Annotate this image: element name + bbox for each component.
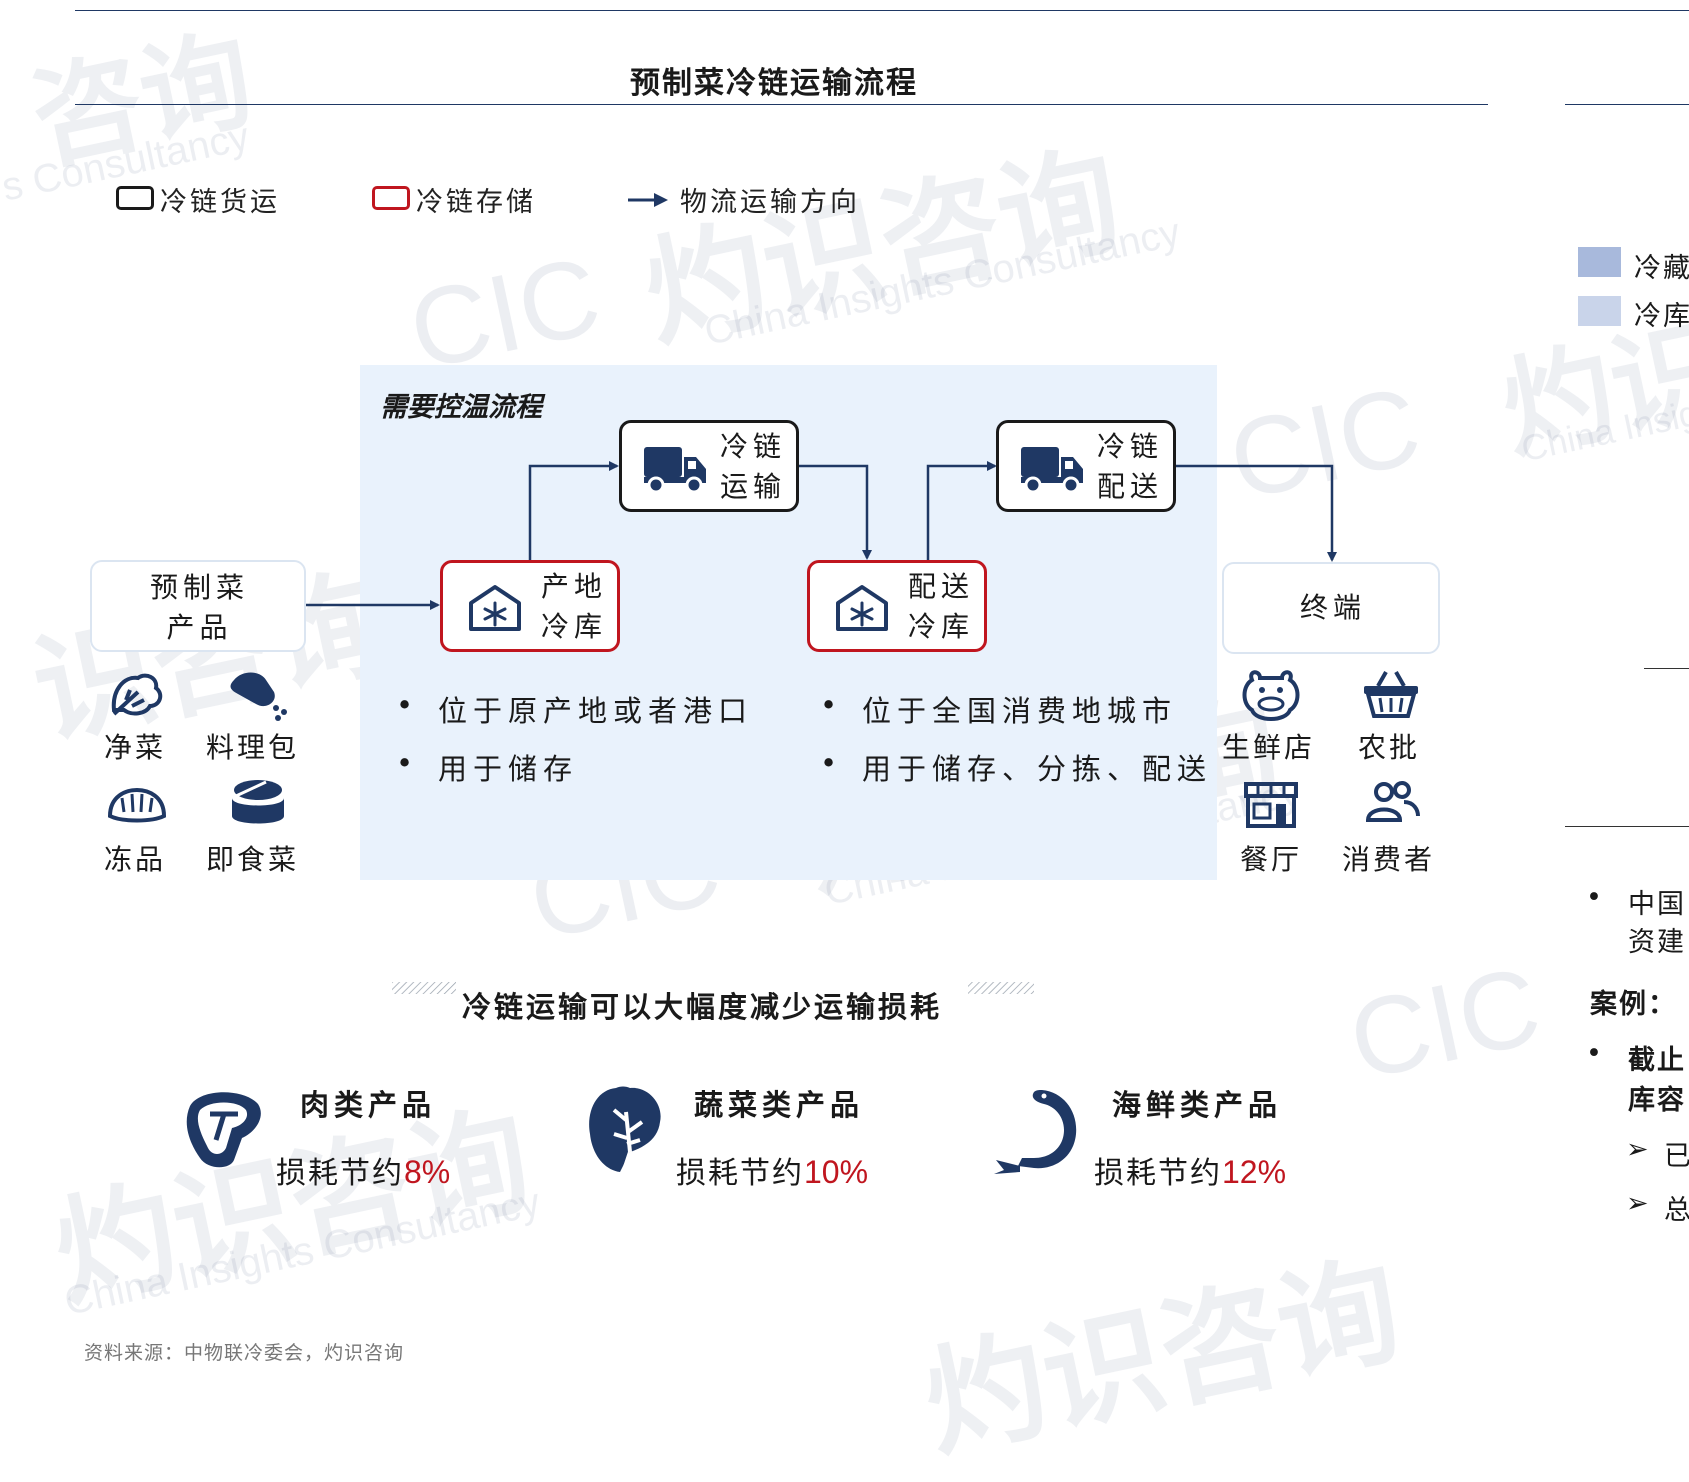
right-legend-swatch-2 <box>1578 296 1621 326</box>
right-bullet-dot: • <box>1586 882 1604 913</box>
cold-storage-icon <box>469 585 521 631</box>
page-title: 预制菜冷链运输流程 <box>630 66 918 101</box>
right-subitem: 总 <box>1664 1195 1689 1226</box>
loss-item-saving-value: 8% <box>404 1154 451 1190</box>
terminal-type-label: 消费者 <box>1342 843 1436 876</box>
legend-freight-swatch <box>116 186 154 210</box>
loss-item-saving-value: 12% <box>1222 1154 1287 1190</box>
loss-item-name: 海鲜类产品 <box>1112 1088 1283 1122</box>
dist-bullet: 位于全国消费地城市 <box>820 688 1177 730</box>
legend-direction-label: 物流运输方向 <box>680 187 860 218</box>
product-type-label: 净菜 <box>104 731 167 764</box>
right-legend-label: 冷藏 <box>1634 253 1689 284</box>
cabbage-icon <box>589 1086 661 1172</box>
right-bullet1-line2: 资建 <box>1628 927 1686 958</box>
loss-item-saving: 损耗节约8% <box>276 1148 450 1192</box>
vegetable-icon <box>111 673 163 716</box>
right-case-label: 案例： <box>1590 989 1677 1020</box>
dumpling-icon <box>107 787 167 823</box>
right-bullet-dot: • <box>1586 1038 1604 1069</box>
truck-icon <box>644 447 706 494</box>
right-bullet2-line2: 库容 <box>1628 1085 1686 1116</box>
loss-item-saving-value: 10% <box>804 1154 869 1190</box>
legend-storage-swatch <box>372 186 410 210</box>
shrimp-icon <box>994 1090 1077 1174</box>
loss-section-title: 冷链运输可以大幅度减少运输损耗 <box>462 990 943 1024</box>
basket-icon <box>1364 671 1418 718</box>
origin-bullet: 用于储存 <box>396 746 578 788</box>
loss-title-bg <box>456 982 968 1022</box>
right-bullet1-line1: 中国 <box>1628 889 1686 920</box>
steak-icon <box>186 1092 261 1168</box>
loss-item-name: 蔬菜类产品 <box>694 1088 865 1122</box>
restaurant-icon <box>1244 782 1298 828</box>
arrow-dist-to-delivery <box>926 461 997 560</box>
loss-item-saving-label: 损耗节约 <box>676 1156 804 1191</box>
legend-arrow-icon <box>628 193 668 207</box>
delivery-node: 冷链 配送 <box>996 420 1176 512</box>
product-node-label: 预制菜 产品 <box>150 571 250 644</box>
legend-freight-label: 冷链货运 <box>160 187 280 218</box>
dist-bullet: 用于储存、分拣、配送 <box>820 746 1212 788</box>
flow-connectors <box>306 461 1337 610</box>
title-rule <box>75 104 1488 105</box>
right-bullet2-line1: 截止 <box>1628 1045 1686 1076</box>
canned-food-icon <box>232 780 284 824</box>
zone-label: 需要控温流程 <box>380 392 542 423</box>
arrow-transport-to-dist <box>798 464 872 560</box>
right-subitem: 已 <box>1664 1141 1689 1172</box>
product-node: 预制菜 产品 <box>90 560 306 652</box>
arrow-origin-to-transport <box>528 461 619 560</box>
origin-storage-node: 产地 冷库 <box>440 560 620 652</box>
source-note: 资料来源：中物联冷委会，灼识咨询 <box>84 1342 405 1364</box>
loss-item-saving-label: 损耗节约 <box>276 1156 404 1191</box>
delivery-label: 冷链 配送 <box>1097 430 1164 503</box>
right-section-rule <box>1565 826 1689 827</box>
product-type-label: 冻品 <box>104 843 167 876</box>
dist-storage-label: 配送 冷库 <box>908 570 975 643</box>
terminal-node: 终端 <box>1222 562 1440 654</box>
loss-item-name: 肉类产品 <box>300 1088 437 1122</box>
right-legend-label: 冷库 <box>1634 301 1689 332</box>
right-panel-rule <box>1565 104 1689 105</box>
terminal-type-label: 农批 <box>1358 731 1421 764</box>
origin-bullet: 位于原产地或者港口 <box>396 688 753 730</box>
loss-item-saving: 损耗节约12% <box>1094 1148 1286 1192</box>
terminal-label: 终端 <box>1300 591 1367 624</box>
terminal-type-label: 生鲜店 <box>1222 731 1316 764</box>
loss-item-saving-label: 损耗节约 <box>1094 1156 1222 1191</box>
cold-storage-icon <box>836 585 888 631</box>
terminal-type-label: 餐厅 <box>1240 843 1303 876</box>
right-axis-line <box>1644 668 1689 669</box>
legend-storage-label: 冷链存储 <box>416 187 536 218</box>
right-legend-swatch-1 <box>1578 247 1621 277</box>
transport-node: 冷链 运输 <box>619 420 799 512</box>
right-subitem-arrow: ➢ <box>1626 1134 1651 1165</box>
sauce-pack-icon <box>230 672 287 721</box>
top-rule <box>75 10 1689 11</box>
dist-storage-node: 配送 冷库 <box>807 560 987 652</box>
right-subitem-arrow: ➢ <box>1626 1188 1651 1219</box>
consumers-icon <box>1365 781 1420 822</box>
origin-storage-label: 产地 冷库 <box>541 570 608 643</box>
product-type-label: 料理包 <box>206 731 300 764</box>
loss-item-saving: 损耗节约10% <box>676 1148 868 1192</box>
truck-icon <box>1021 447 1083 494</box>
product-type-label: 即食菜 <box>206 843 300 876</box>
transport-label: 冷链 运输 <box>720 430 787 503</box>
fresh-store-icon <box>1242 670 1300 721</box>
arrow-delivery-to-terminal <box>1176 464 1337 562</box>
